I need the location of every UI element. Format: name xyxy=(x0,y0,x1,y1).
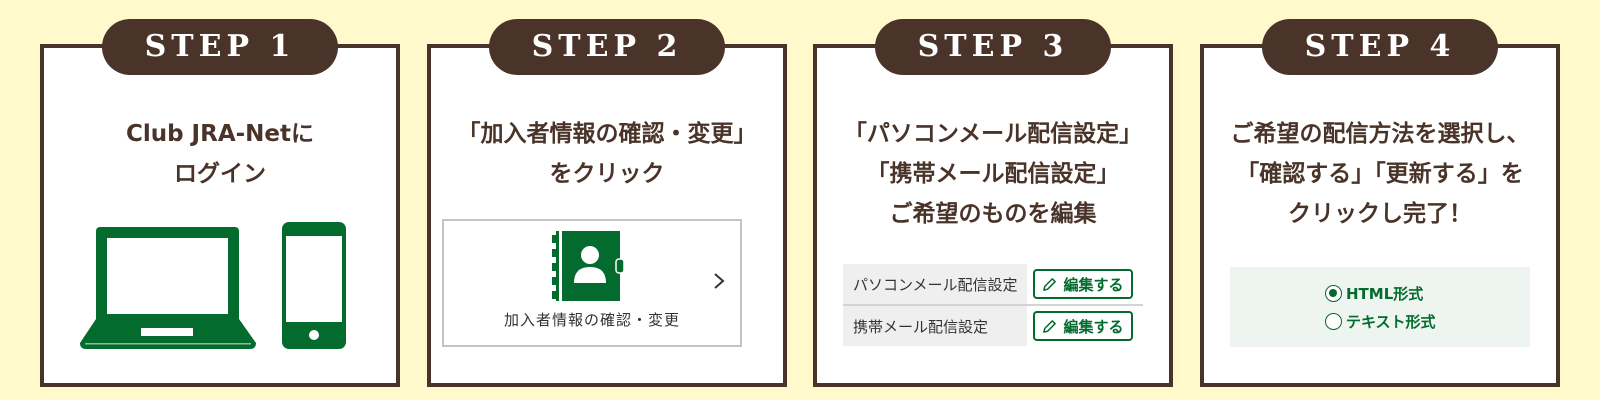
heading-line: クリックし完了！ xyxy=(1288,201,1472,227)
step-1-panel: STEP 1 Club JRA-Netに ログイン xyxy=(40,19,400,387)
heading-line: ご希望の配信方法を選択し、 xyxy=(1230,121,1530,147)
step-4-panel: STEP 4 ご希望の配信方法を選択し、 「確認する」「更新する」を クリックし… xyxy=(1200,19,1560,387)
laptop-icon xyxy=(80,227,256,349)
pencil-icon xyxy=(1043,319,1057,333)
heading-line: 「携帯メール配信設定」 xyxy=(866,161,1120,187)
step-3-panel: STEP 3 「パソコンメール配信設定」 「携帯メール配信設定」 ご希望のものを… xyxy=(813,19,1173,387)
step-2-panel: STEP 2 「加入者情報の確認・変更」 をクリック 加入者情報の確認・変更 xyxy=(427,19,787,387)
step-badge: STEP 4 xyxy=(1262,19,1498,75)
radio-group: HTML形式 テキスト形式 xyxy=(1325,279,1436,335)
heading-line: ご希望のものを編集 xyxy=(889,201,1097,227)
step-heading: 「パソコンメール配信設定」 「携帯メール配信設定」 ご希望のものを編集 xyxy=(817,114,1169,234)
edit-mobile-mail-button[interactable]: 編集する xyxy=(1033,311,1133,341)
step-badge: STEP 1 xyxy=(102,19,338,75)
edit-pc-mail-button[interactable]: 編集する xyxy=(1033,269,1133,299)
radio-label: テキスト形式 xyxy=(1346,312,1436,331)
table-row: パソコンメール配信設定 編集する xyxy=(843,264,1143,304)
row-label: パソコンメール配信設定 xyxy=(843,264,1027,304)
radio-html-format[interactable]: HTML形式 xyxy=(1325,279,1436,307)
edit-button-label: 編集する xyxy=(1063,317,1124,336)
heading-line: 「パソコンメール配信設定」 xyxy=(843,121,1143,147)
heading-line: 「加入者情報の確認・変更」 xyxy=(457,121,757,147)
mail-settings-table: パソコンメール配信設定 編集する 携帯メール配信設定 編集する xyxy=(843,264,1143,346)
delivery-format-panel: HTML形式 テキスト形式 xyxy=(1230,267,1530,347)
step-heading: ご希望の配信方法を選択し、 「確認する」「更新する」を クリックし完了！ xyxy=(1204,114,1556,234)
member-info-menu-card[interactable]: 加入者情報の確認・変更 xyxy=(442,219,742,347)
heading-line: Club JRA-Netに xyxy=(125,121,315,147)
step-heading: 「加入者情報の確認・変更」 をクリック xyxy=(431,114,783,194)
step-badge: STEP 3 xyxy=(875,19,1111,75)
radio-unchecked-icon[interactable] xyxy=(1325,312,1342,330)
heading-line: ログイン xyxy=(174,161,266,187)
table-row: 携帯メール配信設定 編集する xyxy=(843,304,1143,346)
edit-button-label: 編集する xyxy=(1063,275,1124,294)
step-badge: STEP 2 xyxy=(489,19,725,75)
menu-card-label: 加入者情報の確認・変更 xyxy=(503,311,680,329)
heading-line: 「確認する」「更新する」を xyxy=(1236,161,1524,187)
radio-label: HTML形式 xyxy=(1346,284,1424,303)
smartphone-icon xyxy=(282,222,346,349)
step-heading: Club JRA-Netに ログイン xyxy=(44,114,396,194)
radio-text-format[interactable]: テキスト形式 xyxy=(1325,307,1436,335)
pencil-icon xyxy=(1043,277,1057,291)
radio-checked-icon[interactable] xyxy=(1325,284,1342,302)
address-book-icon xyxy=(552,231,625,301)
heading-line: をクリック xyxy=(549,161,665,187)
row-label: 携帯メール配信設定 xyxy=(843,306,1027,346)
chevron-right-icon xyxy=(714,273,725,289)
